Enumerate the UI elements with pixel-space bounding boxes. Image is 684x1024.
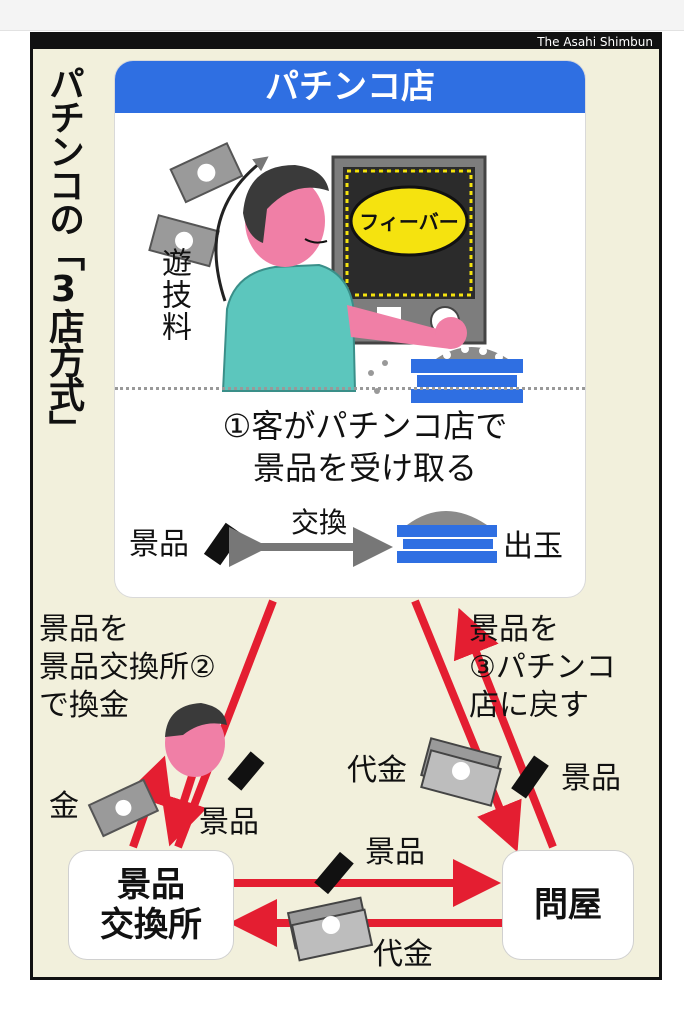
pachinko-machine-icon: フィーバー xyxy=(331,155,487,345)
booth-line1: 景品 xyxy=(117,865,185,905)
step3-line3: 店に戻す xyxy=(469,688,589,723)
pachinko-shop-panel: パチンコ店 フィーバー xyxy=(115,61,585,597)
step2-line1: 景品を xyxy=(39,612,129,647)
exchange-prize-label: 景品 xyxy=(129,527,189,562)
step3-line1: 景品を xyxy=(469,612,559,647)
credit-text: The Asahi Shimbun xyxy=(537,35,653,49)
shop-illustration: フィーバー xyxy=(148,141,523,567)
prize-exchange-booth-box: 景品 交換所 xyxy=(69,851,233,959)
step3-line2: ③パチンコ xyxy=(469,650,616,685)
shop-to-wholesaler-arrow xyxy=(411,599,522,853)
person-to-booth-arrow xyxy=(161,771,207,847)
wholesaler-to-shop-arrow xyxy=(453,607,557,849)
money-icon xyxy=(169,141,244,204)
lower-illustration xyxy=(87,703,549,962)
fee-arrow xyxy=(214,156,269,302)
prize-bottom-label: 景品 xyxy=(365,835,425,870)
money-stack-icon xyxy=(286,896,374,962)
prize-left-label: 景品 xyxy=(199,805,259,840)
prize-icon xyxy=(227,751,265,791)
payment-bottom-label: 代金 xyxy=(373,937,433,972)
step1-line2: 景品を受け取る xyxy=(252,449,477,487)
credit-bar: The Asahi Shimbun xyxy=(33,35,659,49)
money-icon xyxy=(87,778,160,838)
step3-text: 景品を ③パチンコ 店に戻す xyxy=(469,611,616,725)
prize-icon xyxy=(511,755,549,799)
balls-tray-icon xyxy=(397,511,497,563)
prize-right-label: 景品 xyxy=(561,761,621,796)
shop-title: パチンコ店 xyxy=(115,61,585,113)
diagram-title: パチンコの「3店方式」 xyxy=(43,65,84,444)
pachinko-diagram: The Asahi Shimbun パチンコの「3店方式」 パチンコ店 xyxy=(30,32,662,980)
exchange-balls-label: 出玉 xyxy=(503,529,563,564)
ball-tray-icon xyxy=(368,345,523,403)
top-bar xyxy=(0,0,684,31)
exchange-label: 交換 xyxy=(291,506,348,539)
machine-label: フィーバー xyxy=(359,210,458,234)
prize-icon xyxy=(314,851,354,895)
booth-line2: 交換所 xyxy=(100,905,202,945)
flow-arrows xyxy=(126,599,557,947)
step1-text: ①客がパチンコ店で 景品を受け取る xyxy=(155,405,575,489)
fee-label: 遊技料 xyxy=(156,247,191,343)
wholesaler-box: 問屋 xyxy=(503,851,633,959)
divider xyxy=(115,387,585,390)
money-icon xyxy=(148,214,220,268)
payment-right-label: 代金 xyxy=(347,753,407,788)
money-stack-icon xyxy=(420,737,502,807)
customer-figure xyxy=(221,165,467,392)
step2-text: 景品を 景品交換所② で換金 xyxy=(39,611,216,725)
step2-line3: で換金 xyxy=(39,688,129,723)
customer-head-icon xyxy=(165,703,227,777)
money-left-label: 金 xyxy=(49,789,79,824)
step1-line1: ①客がパチンコ店で xyxy=(222,407,508,445)
step2-line2: 景品交換所② xyxy=(39,650,216,685)
